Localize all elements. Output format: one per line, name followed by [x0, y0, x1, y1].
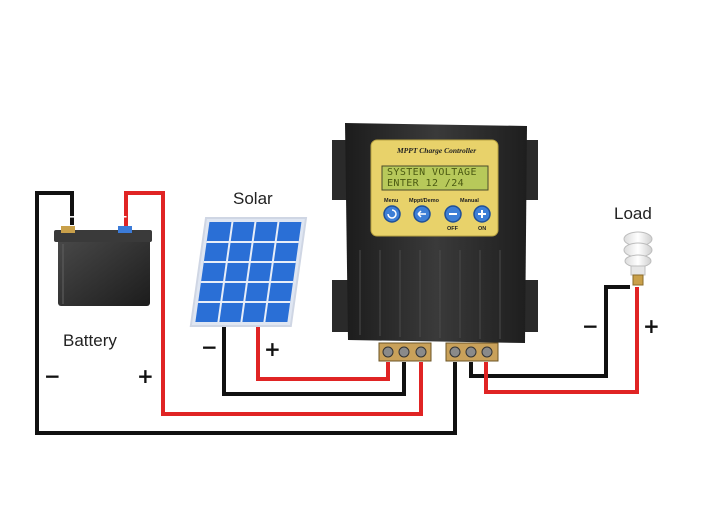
wire-battery-negative: [35, 191, 457, 435]
wire-solar-negative: [222, 326, 406, 396]
solar-positive-sign: +: [264, 337, 281, 361]
battery-terminal-negative-sign: −: [68, 210, 79, 225]
menu-button-label: Menu: [384, 198, 399, 204]
load-negative-sign: −: [582, 314, 599, 338]
lcd-line-2: ENTER 12 /24: [387, 178, 465, 189]
wire-solar-positive: [256, 326, 390, 381]
solar-panel: [189, 217, 308, 327]
refresh-icon: [387, 209, 397, 219]
battery-positive-sign: +: [137, 364, 154, 388]
controller-buttons: [383, 205, 491, 223]
load-positive-sign: +: [643, 314, 660, 338]
mppt-controller: [332, 123, 538, 362]
controller-title: MPPT Charge Controller: [397, 146, 477, 155]
load-bulb: [623, 231, 653, 286]
terminal-block-right: [445, 342, 499, 362]
plus-icon: [478, 210, 486, 218]
battery-positive-terminal: [118, 226, 132, 233]
wire-load-negative: [469, 285, 630, 378]
battery-negative-sign: −: [44, 364, 61, 388]
terminal-block-left: [378, 342, 432, 362]
mppt-demo-button-label: Mppt/Demo: [409, 198, 439, 204]
arrow-left-icon: [417, 210, 426, 218]
lcd-line-1: SYSTEN VOLTAGE: [387, 167, 477, 178]
battery-negative-terminal: [61, 226, 75, 233]
battery-label: Battery: [63, 331, 117, 350]
manual-button-label: Manual: [460, 198, 479, 204]
solar-negative-sign: −: [201, 335, 218, 359]
battery-terminal-positive-sign: +: [117, 210, 128, 225]
solar-label: Solar: [233, 189, 273, 208]
wire-load-positive: [484, 287, 639, 394]
on-label: ON: [478, 226, 487, 232]
battery: [54, 226, 152, 306]
off-label: OFF: [447, 226, 458, 232]
wire-battery-positive: [124, 191, 423, 416]
load-label: Load: [614, 204, 652, 223]
